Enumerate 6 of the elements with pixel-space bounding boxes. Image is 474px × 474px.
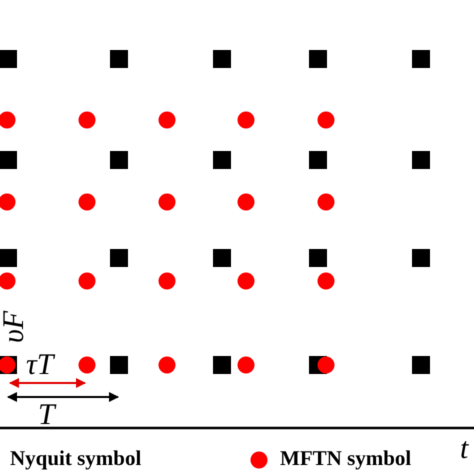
dimension-label: T bbox=[38, 400, 55, 430]
axis-label: υF bbox=[0, 310, 30, 344]
legend-label: MFTN symbol bbox=[280, 448, 412, 469]
dimension-label: τT bbox=[26, 350, 54, 380]
legend-label: Nyquit symbol bbox=[10, 448, 142, 469]
axis-label: t bbox=[460, 434, 468, 464]
